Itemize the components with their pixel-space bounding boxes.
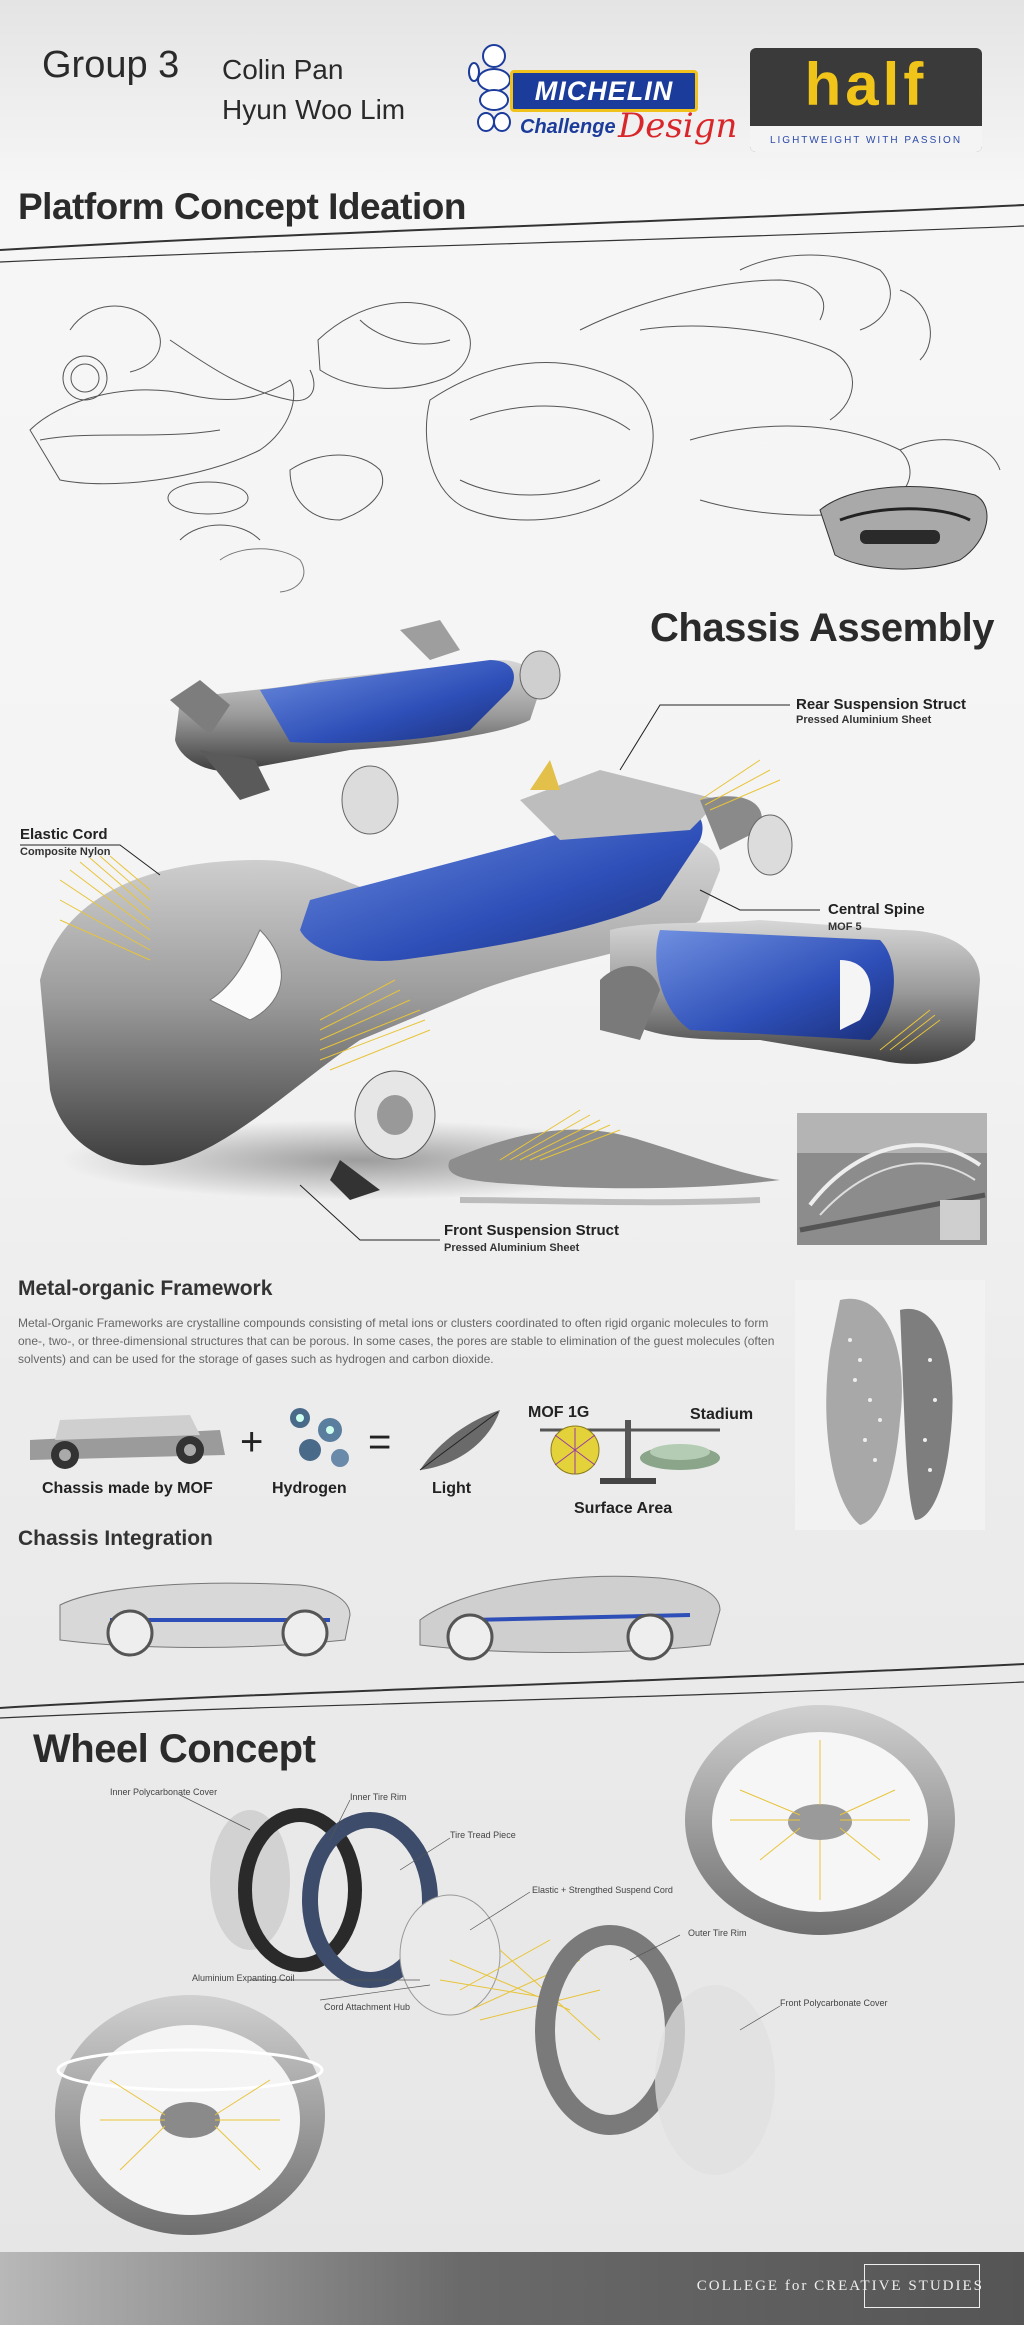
label-tire-tread-piece: Tire Tread Piece bbox=[450, 1830, 516, 1840]
callout-elastic-cord-material: Composite Nylon bbox=[20, 846, 111, 858]
michelin-man-icon bbox=[468, 44, 511, 132]
callout-elastic-cord: Elastic Cord bbox=[20, 826, 108, 843]
label-inner-polycarbonate-cover: Inner Polycarbonate Cover bbox=[110, 1787, 218, 1797]
label-outer-tire-rim: Outer Tire Rim bbox=[688, 1928, 747, 1938]
stadium-label: Stadium bbox=[690, 1406, 754, 1423]
label-cord-attachment-hub: Cord Attachment Hub bbox=[324, 2002, 411, 2012]
mof1g-label: MOF 1G bbox=[528, 1404, 590, 1421]
wheel-section-title: Wheel Concept bbox=[33, 1727, 316, 1771]
challenge-wordmark: Challenge bbox=[520, 116, 616, 138]
authors: Colin Pan Hyun Woo Lim bbox=[222, 50, 405, 130]
callout-front-suspension: Front Suspension Struct bbox=[444, 1222, 620, 1239]
wheel-callout-lines bbox=[179, 1794, 781, 2031]
design-wordmark: Design bbox=[618, 106, 738, 146]
callout-lines bbox=[20, 704, 820, 1241]
feather-image bbox=[419, 1410, 500, 1471]
surface-area-label: Surface Area bbox=[574, 1500, 673, 1517]
wheel-render-top-right bbox=[685, 1705, 955, 1935]
wheel-render-bottom-left bbox=[55, 1995, 325, 2235]
callout-rear-suspension: Rear Suspension Struct bbox=[796, 696, 967, 713]
michelin-wordmark: MICHELIN bbox=[510, 70, 698, 112]
author-name: Hyun Woo Lim bbox=[222, 94, 406, 125]
mof-section-title: Metal-organic Framework bbox=[18, 1277, 273, 1300]
chassis-render-main bbox=[40, 760, 793, 1200]
author-name: Colin Pan bbox=[222, 54, 344, 85]
platform-section-title: Platform Concept Ideation bbox=[18, 186, 466, 227]
wheel-exploded bbox=[210, 1808, 775, 2175]
callout-front-suspension-material: Pressed Aluminium Sheet bbox=[444, 1242, 580, 1254]
elastic-cords bbox=[59, 759, 941, 1161]
half-logo: half LIGHTWEIGHT WITH PASSION bbox=[750, 48, 982, 152]
chassis-render-spine bbox=[600, 920, 980, 1064]
ccs-logo-frame bbox=[864, 2264, 980, 2308]
half-tagline-bar bbox=[750, 126, 982, 152]
bridge-photo bbox=[797, 1113, 987, 1245]
sketch-render bbox=[819, 486, 988, 570]
chassis-section-title: Chassis Assembly bbox=[650, 606, 995, 650]
scale-image bbox=[540, 1420, 720, 1484]
mof-chassis-label: Chassis made by MOF bbox=[42, 1480, 213, 1497]
half-tagline: LIGHTWEIGHT WITH PASSION bbox=[769, 135, 963, 146]
michelin-challenge-design-logo: MICHELIN Challenge Design bbox=[468, 36, 737, 154]
callout-central-spine: Central Spine bbox=[828, 901, 925, 918]
label-elastic-cord: Elastic + Strengthed Suspend Cord bbox=[532, 1885, 673, 1895]
footer-bar: COLLEGE for CREATIVE STUDIES bbox=[0, 2252, 1024, 2325]
mof-sculpture-photo bbox=[795, 1280, 985, 1530]
plus-sign: + bbox=[240, 1420, 264, 1464]
group-title: Group 3 bbox=[42, 44, 180, 86]
equals-sign: = bbox=[368, 1420, 392, 1464]
integration-car-left bbox=[59, 1582, 351, 1657]
hydrogen-image bbox=[290, 1408, 349, 1467]
integration-car-right bbox=[419, 1575, 721, 1661]
chassis-render-top bbox=[170, 620, 561, 835]
strut-render bbox=[448, 1129, 780, 1206]
half-wordmark: half bbox=[804, 51, 928, 118]
hydrogen-label: Hydrogen bbox=[272, 1480, 347, 1497]
label-aluminium-coil: Aluminium Expanting Coil bbox=[192, 1973, 295, 1983]
label-inner-tire-rim: Inner Tire Rim bbox=[350, 1792, 407, 1802]
swoosh-lines bbox=[0, 204, 1024, 1719]
callout-central-spine-material: MOF 5 bbox=[828, 921, 862, 933]
light-label: Light bbox=[432, 1480, 472, 1497]
mof-chassis-image bbox=[30, 1415, 225, 1469]
label-front-polycarbonate-cover: Front Polycarbonate Cover bbox=[780, 1998, 888, 2008]
callout-rear-suspension-material: Pressed Aluminium Sheet bbox=[796, 714, 932, 726]
mof-description: Metal-Organic Frameworks are crystalline… bbox=[18, 1316, 775, 1366]
platform-sketches bbox=[29, 254, 1001, 593]
college-logo: COLLEGE for CREATIVE STUDIES bbox=[696, 2278, 984, 2294]
chassis-integration-title: Chassis Integration bbox=[18, 1527, 213, 1550]
